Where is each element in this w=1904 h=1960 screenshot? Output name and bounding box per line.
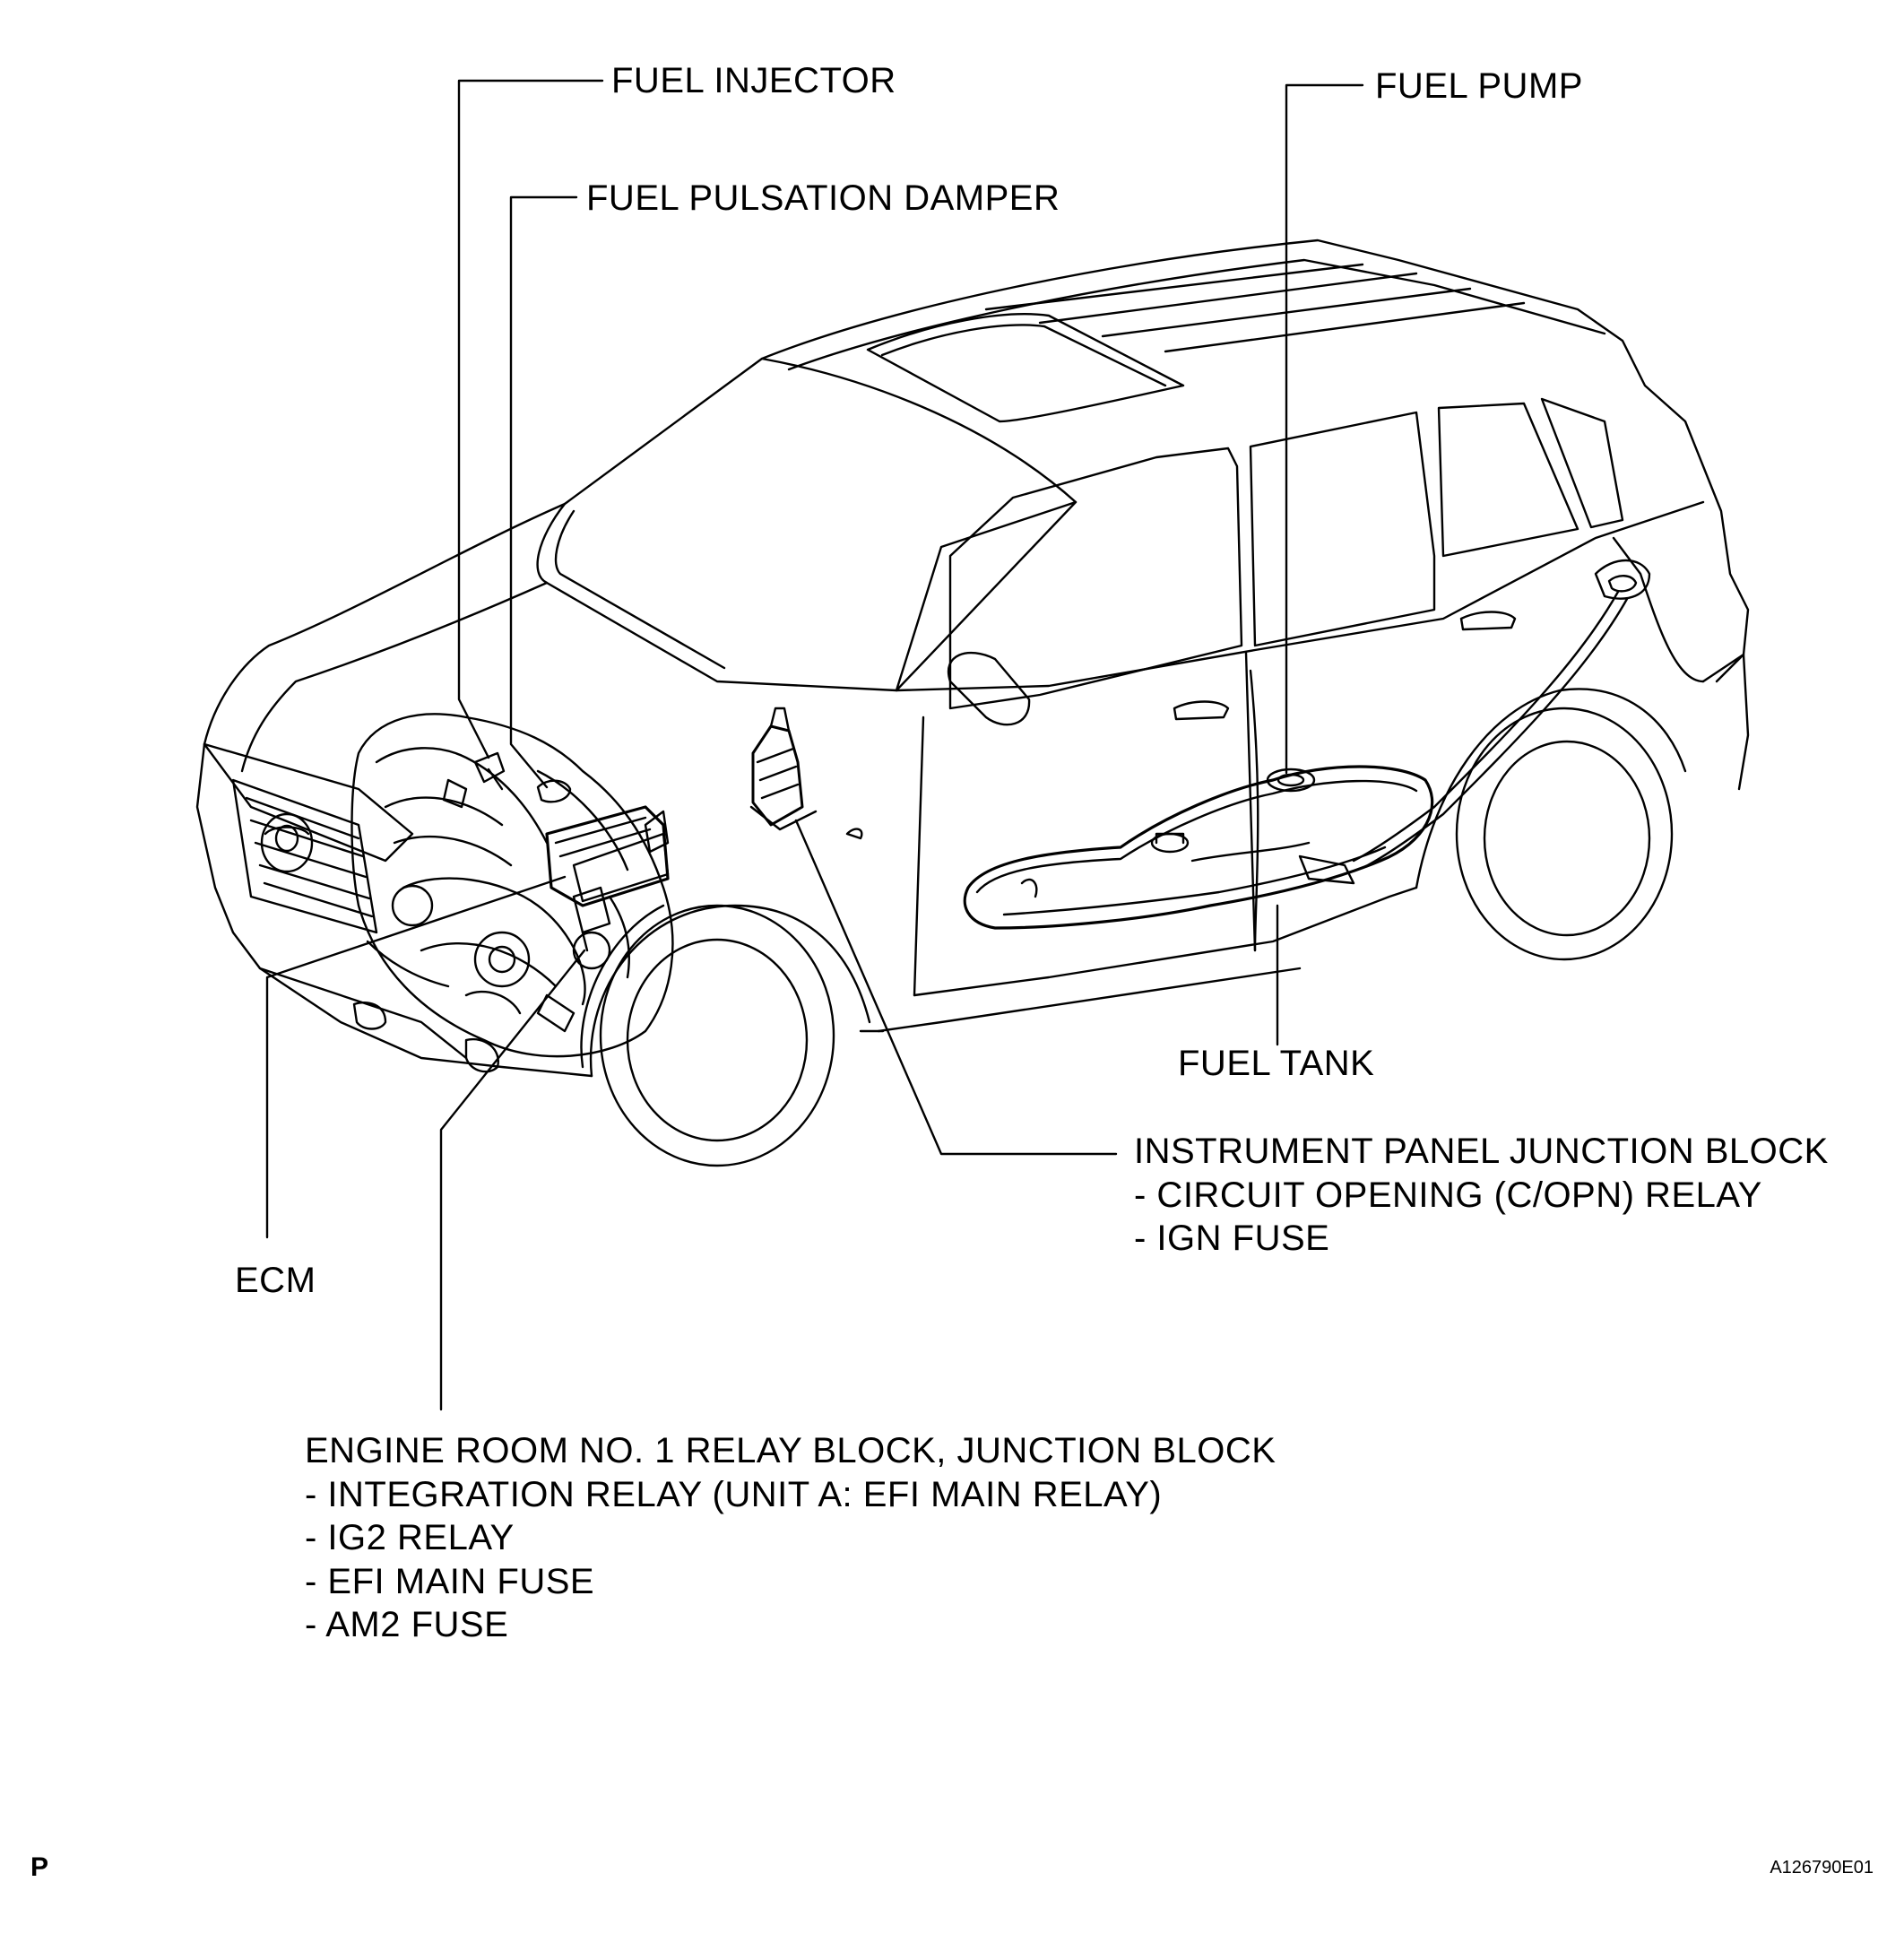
engine-room-item: - AM2 FUSE bbox=[305, 1605, 509, 1644]
fuel-pump-label: FUEL PUMP bbox=[1375, 66, 1583, 106]
engine-room-relay-block-label: ENGINE ROOM NO. 1 RELAY BLOCK, JUNCTION … bbox=[305, 1429, 1276, 1647]
leader-fuel-injector bbox=[457, 79, 604, 759]
ecm-label: ECM bbox=[235, 1261, 316, 1300]
figure-id: A126790E01 bbox=[1770, 1858, 1874, 1878]
engine-room-item: - EFI MAIN FUSE bbox=[305, 1561, 595, 1601]
vehicle-outline bbox=[195, 238, 1750, 1167]
engine-room-title: ENGINE ROOM NO. 1 RELAY BLOCK, JUNCTION … bbox=[305, 1431, 1277, 1470]
leader-instrument-panel-block bbox=[794, 819, 1118, 1156]
engine-room-item: - IG2 RELAY bbox=[305, 1518, 515, 1557]
instrument-panel-title: INSTRUMENT PANEL JUNCTION BLOCK bbox=[1134, 1132, 1829, 1171]
leader-fuel-pump bbox=[1285, 83, 1364, 775]
leader-fuel-pulsation-damper bbox=[509, 195, 578, 789]
page-code: P bbox=[30, 1852, 49, 1882]
fuel-injector-label: FUEL INJECTOR bbox=[611, 61, 896, 100]
instrument-panel-junction-block-label: INSTRUMENT PANEL JUNCTION BLOCK - CIRCUI… bbox=[1134, 1130, 1829, 1261]
fuel-tank bbox=[963, 765, 1434, 930]
leader-lines bbox=[265, 79, 1364, 1411]
leader-engine-room-block bbox=[439, 949, 586, 1411]
instrument-panel-item: - IGN FUSE bbox=[1134, 1218, 1330, 1258]
fuel-pulsation-damper-label: FUEL PULSATION DAMPER bbox=[586, 178, 1060, 218]
fuel-tank-label: FUEL TANK bbox=[1178, 1044, 1375, 1083]
leader-ecm bbox=[265, 875, 567, 1239]
instrument-panel-item: - CIRCUIT OPENING (C/OPN) RELAY bbox=[1134, 1175, 1762, 1215]
engine-room-item: - INTEGRATION RELAY (UNIT A: EFI MAIN RE… bbox=[305, 1474, 1163, 1514]
instrument-panel-junction-block bbox=[749, 707, 818, 831]
engine-assembly bbox=[351, 713, 674, 1058]
